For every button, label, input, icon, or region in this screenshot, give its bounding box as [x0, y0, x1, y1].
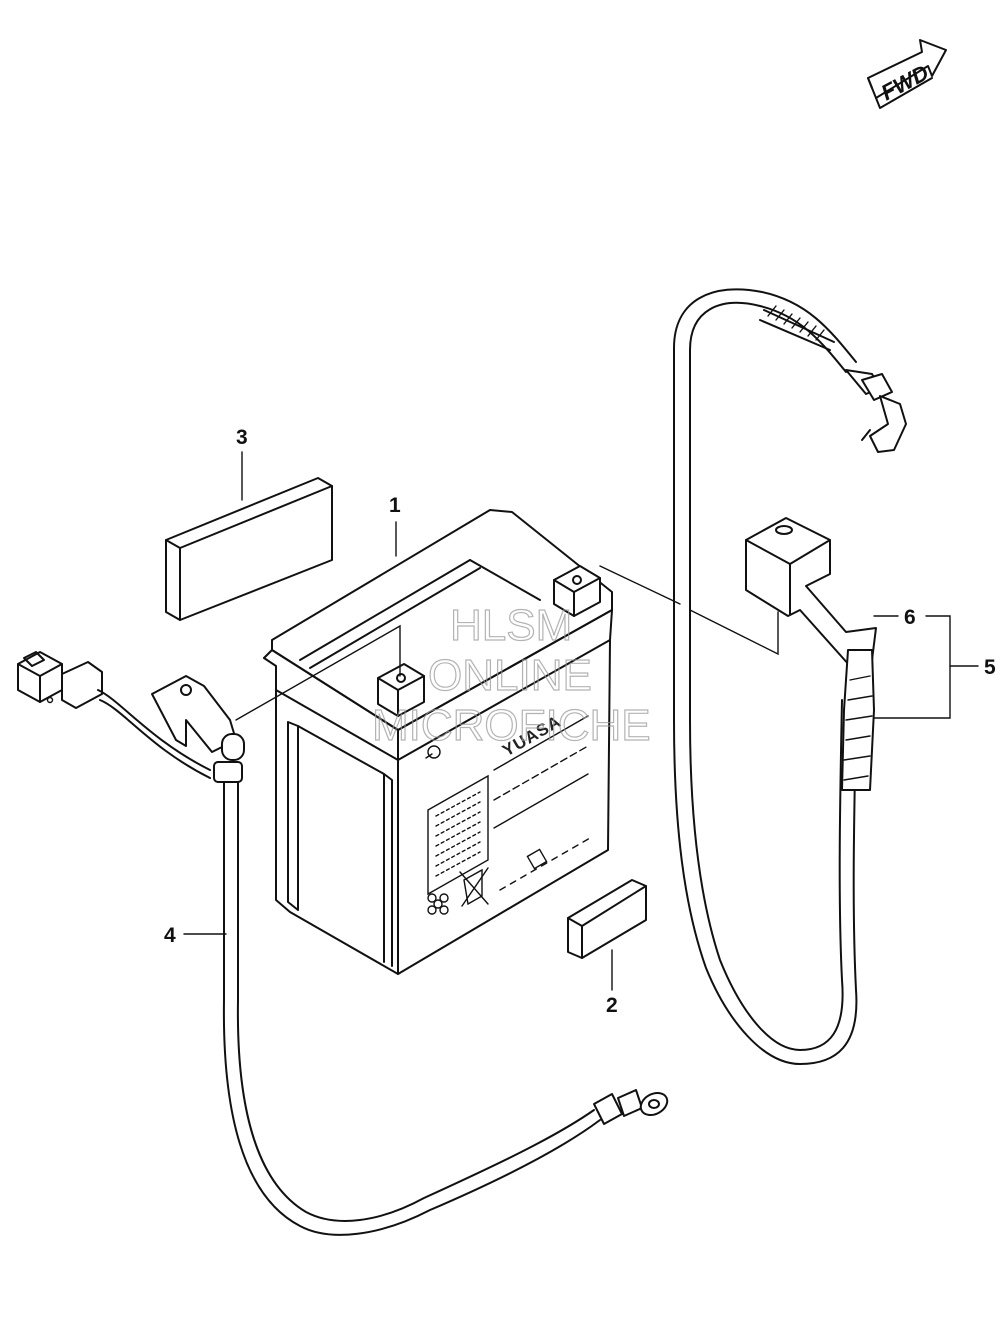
- callout-4-label: 4: [164, 924, 176, 947]
- callout-3-label: 3: [236, 426, 248, 449]
- callout-3: 3: [236, 426, 248, 501]
- part-3-pad: [165, 477, 333, 621]
- callout-2-label: 2: [606, 994, 618, 1017]
- watermark: HLSM ONLINE MICROFICHE: [371, 600, 651, 750]
- callout-5-label: 5: [984, 656, 996, 679]
- callout-2: 2: [606, 949, 618, 1017]
- part-1-battery: YUASA: [263, 509, 613, 975]
- callout-4: 4: [164, 924, 227, 947]
- callout-1: 1: [389, 494, 401, 557]
- fwd-arrow-icon: FWD: [867, 39, 947, 109]
- callout-6-label: 6: [904, 606, 916, 629]
- callout-6: 6: [873, 606, 916, 629]
- callout-1-label: 1: [389, 494, 401, 517]
- watermark-line-1: HLSM: [450, 601, 572, 650]
- watermark-line-3: MICROFICHE: [372, 701, 651, 750]
- part-4-cable: [17, 624, 669, 1236]
- part-2-pad: [567, 879, 647, 959]
- part-5-cable: [599, 288, 907, 1065]
- callout-5: 5: [873, 615, 996, 719]
- watermark-line-2: ONLINE: [428, 651, 592, 700]
